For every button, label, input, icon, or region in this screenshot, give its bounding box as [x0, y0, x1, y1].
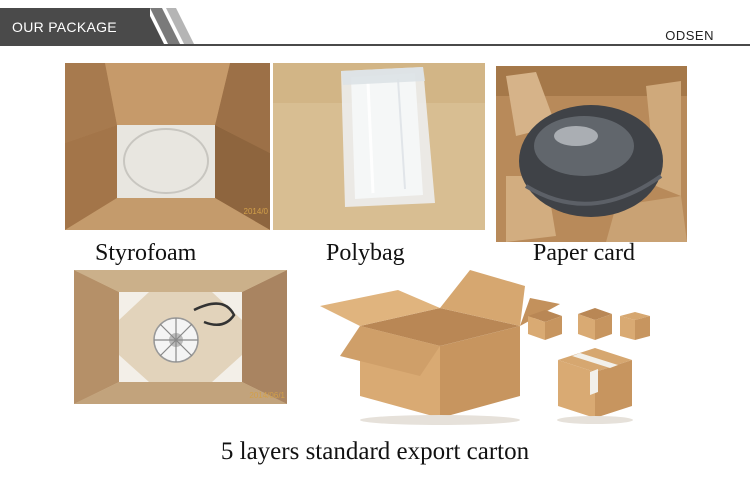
brand-name: ODSEN — [665, 28, 714, 43]
boxed-fan-photo: 2014/06/1 — [74, 270, 287, 404]
date-stamp: 2014/06/1 — [249, 391, 285, 400]
paper-card-photo — [496, 66, 687, 242]
styrofoam-label: Styrofoam — [95, 240, 197, 266]
header-stripes-decoration — [130, 8, 194, 44]
header-tab: OUR PACKAGE — [0, 8, 150, 44]
paper-card-label: Paper card — [533, 240, 635, 266]
polybag-label: Polybag — [326, 240, 405, 266]
polybag-photo — [273, 63, 485, 230]
carton-caption: 5 layers standard export carton — [220, 438, 530, 465]
date-stamp: 2014/0 — [243, 207, 268, 216]
header-divider — [0, 44, 750, 46]
styrofoam-photo: 2014/0 — [65, 63, 270, 230]
export-carton-illustration — [320, 270, 650, 425]
header-title: OUR PACKAGE — [12, 19, 117, 35]
